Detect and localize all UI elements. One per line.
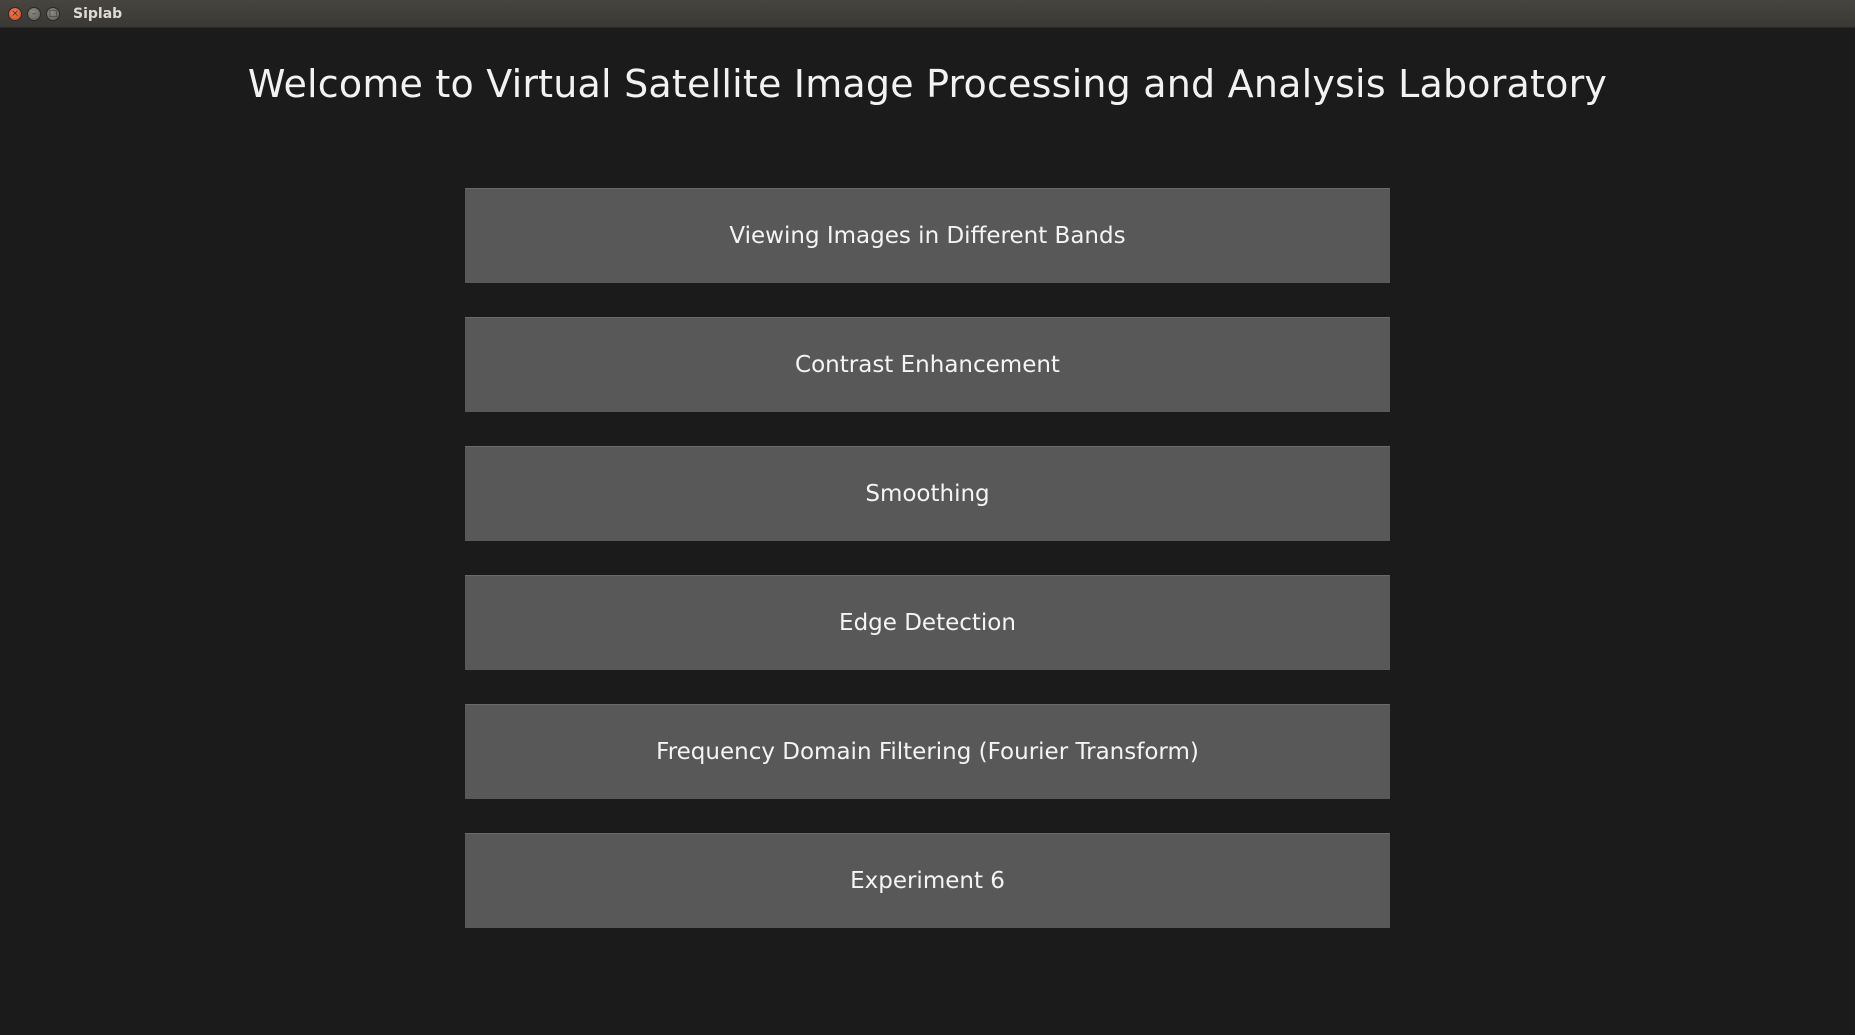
maximize-window-button[interactable]: □ <box>46 7 60 21</box>
contrast-enhancement-button[interactable]: Contrast Enhancement <box>465 317 1390 412</box>
experiment-menu: Viewing Images in Different Bands Contra… <box>465 188 1390 962</box>
edge-detection-button[interactable]: Edge Detection <box>465 575 1390 670</box>
minimize-window-button[interactable]: – <box>27 7 41 21</box>
window-title: Siplab <box>73 6 123 22</box>
frequency-domain-filtering-button[interactable]: Frequency Domain Filtering (Fourier Tran… <box>465 704 1390 799</box>
maximize-icon: □ <box>48 9 58 19</box>
smoothing-button[interactable]: Smoothing <box>465 446 1390 541</box>
experiment-6-button[interactable]: Experiment 6 <box>465 833 1390 928</box>
page-title: Welcome to Virtual Satellite Image Proce… <box>247 62 1608 106</box>
close-window-button[interactable]: × <box>8 7 22 21</box>
title-bar[interactable]: × – □ Siplab <box>0 0 1855 28</box>
viewing-images-bands-button[interactable]: Viewing Images in Different Bands <box>465 188 1390 283</box>
minimize-icon: – <box>31 9 37 19</box>
close-icon: × <box>11 9 19 19</box>
